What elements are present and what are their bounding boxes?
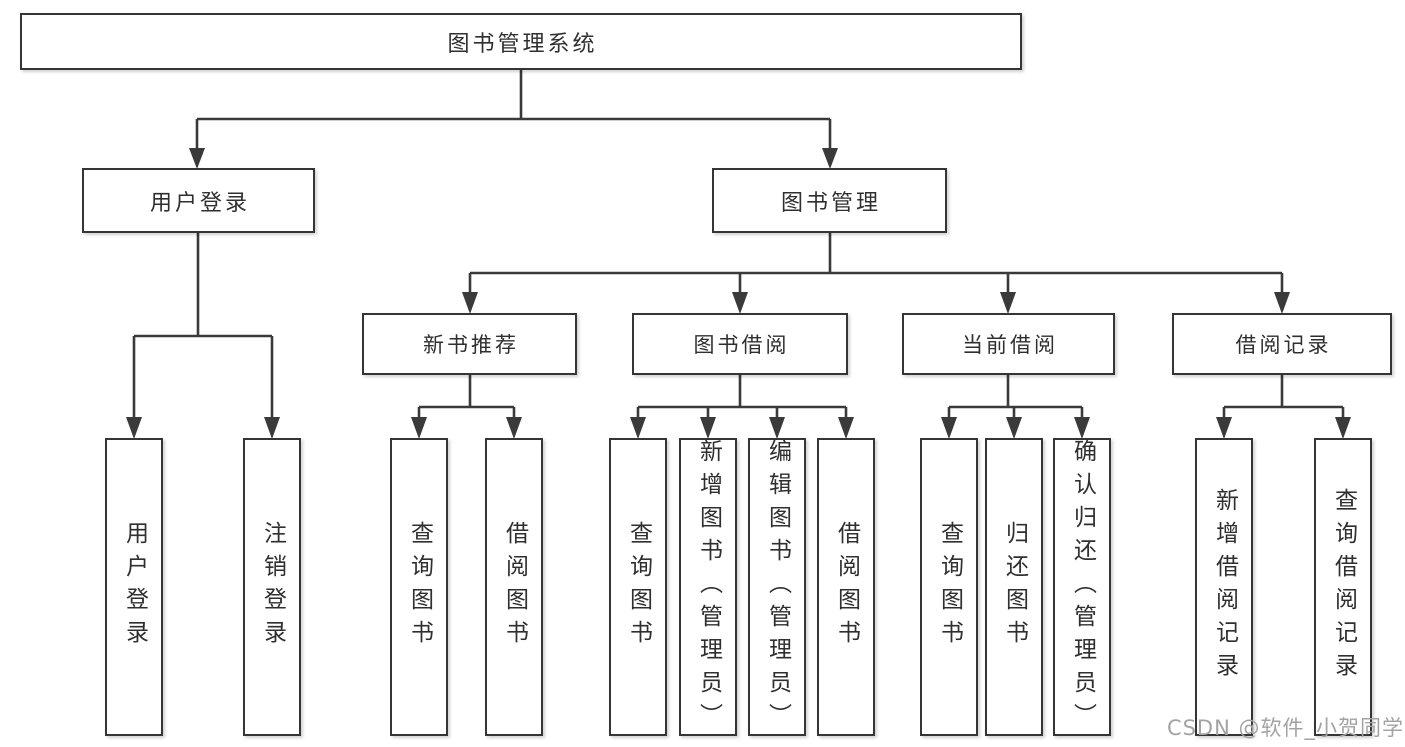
connector-user-login-children bbox=[126, 233, 280, 439]
node-borrow-book-recommend: 借阅图书 bbox=[485, 438, 543, 736]
connector-current-borrowing-children bbox=[941, 375, 1090, 439]
node-library-system: 图书管理系统 bbox=[20, 13, 1022, 70]
node-query-book-recommend: 查询图书 bbox=[390, 438, 448, 736]
connector-book-management-children bbox=[462, 233, 1290, 314]
node-add-book-admin: 新增图书（管理员） bbox=[679, 438, 737, 736]
node-borrowing-records: 借阅记录 bbox=[1172, 313, 1392, 375]
node-logout-action: 注销登录 bbox=[243, 438, 301, 736]
node-return-book: 归还图书 bbox=[985, 438, 1043, 736]
csdn-watermark: CSDN @软件_小贺同学 bbox=[1166, 716, 1404, 740]
node-query-borrow-record: 查询借阅记录 bbox=[1314, 438, 1372, 736]
node-current-borrowing: 当前借阅 bbox=[902, 313, 1115, 375]
node-user-login: 用户登录 bbox=[82, 168, 315, 233]
node-new-book-recommend: 新书推荐 bbox=[362, 313, 577, 375]
node-borrow-book-action: 借阅图书 bbox=[817, 438, 875, 736]
node-book-management: 图书管理 bbox=[712, 168, 947, 233]
node-query-book-current: 查询图书 bbox=[920, 438, 978, 736]
connector-book-borrowing-children bbox=[630, 375, 854, 439]
node-add-borrow-record: 新增借阅记录 bbox=[1195, 438, 1253, 736]
connector-borrowing-records-children bbox=[1216, 375, 1351, 439]
node-edit-book-admin: 编辑图书（管理员） bbox=[748, 438, 806, 736]
node-confirm-return-admin: 确认归还（管理员） bbox=[1053, 438, 1111, 736]
connector-new-book-recommend-children bbox=[411, 375, 522, 439]
node-book-borrowing: 图书借阅 bbox=[632, 313, 848, 375]
node-query-book-borrowing: 查询图书 bbox=[609, 438, 667, 736]
connector-root-to-level2 bbox=[189, 70, 838, 169]
node-user-login-action: 用户登录 bbox=[105, 438, 163, 736]
